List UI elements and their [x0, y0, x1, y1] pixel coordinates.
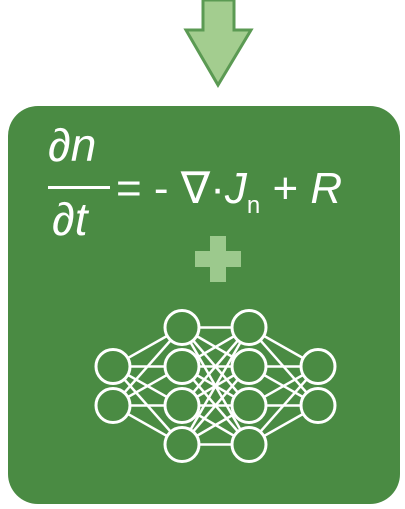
network-node — [299, 348, 337, 385]
plus-sign: + — [260, 164, 311, 213]
nabla-dot: ∇· — [180, 164, 225, 213]
network-node — [230, 348, 268, 385]
network-node — [230, 387, 268, 424]
network-node — [163, 348, 201, 385]
fraction-bar — [48, 186, 110, 189]
flux-subscript: n — [246, 192, 261, 219]
network-node — [163, 426, 201, 463]
flux-symbol: J — [224, 164, 247, 213]
rate-symbol: R — [310, 164, 343, 213]
network-node — [299, 387, 337, 424]
network-node — [230, 426, 268, 463]
derivative-denominator: ∂t — [52, 193, 88, 245]
network-edge — [180, 326, 251, 446]
network-node — [163, 387, 201, 424]
network-node — [94, 348, 132, 385]
model-panel — [8, 106, 400, 504]
network-node — [230, 309, 268, 346]
equals-minus: = - — [116, 164, 181, 213]
network-node — [163, 309, 201, 346]
network-node — [94, 387, 132, 424]
equation-rhs: = - ∇·Jn + R — [116, 163, 342, 220]
derivative-numerator: ∂n — [48, 119, 97, 171]
